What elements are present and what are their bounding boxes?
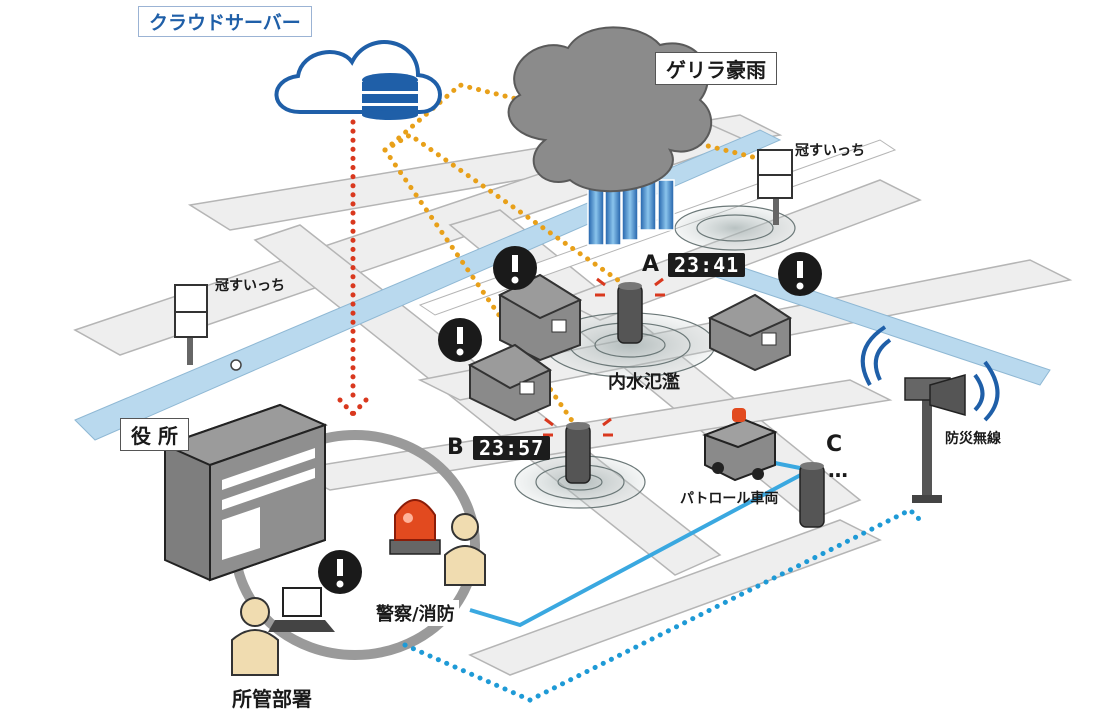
point-b-timer: 23:57 — [473, 436, 551, 460]
guerrilla-rain-label: ゲリラ豪雨 — [655, 52, 777, 85]
alert-icon — [318, 550, 362, 594]
water-post-b — [543, 417, 613, 484]
person-staff-icon — [231, 597, 279, 676]
alert-icon — [438, 318, 482, 362]
department-label: 所管部署 — [232, 687, 312, 711]
point-c-letter: C — [826, 432, 843, 457]
blue-solid-line — [469, 458, 816, 628]
sensor-left-icon — [174, 284, 242, 371]
point-a-timer: 23:41 — [668, 253, 746, 277]
house-2 — [467, 343, 552, 422]
city-office-label: 役 所 — [120, 418, 189, 451]
alert-icons — [318, 246, 822, 594]
city-office-building — [162, 403, 328, 582]
patrol-car-label: パトロール車両 — [680, 491, 779, 507]
patrol-car-icon — [702, 408, 778, 482]
red-dotted-line — [337, 119, 369, 417]
warning-beacon-icon — [389, 499, 441, 555]
point-a-letter: A — [642, 252, 660, 277]
water-post-a — [595, 277, 665, 344]
alert-icon — [493, 246, 537, 290]
sensor-right-icon — [757, 149, 793, 225]
sensor-left-label: 冠すいっち — [215, 278, 285, 294]
sensor-right-label: 冠すいっち — [795, 143, 865, 159]
flooding-label: 内水氾濫 — [608, 372, 680, 393]
point-c-ellipsis: … — [828, 458, 848, 482]
person-police-icon — [444, 513, 486, 586]
water-post-c — [799, 462, 825, 528]
police-fire-label: 警察/消防 — [372, 600, 459, 626]
house-3 — [707, 293, 793, 372]
cloud-server-label: クラウドサーバー — [138, 6, 312, 37]
point-b-letter: B — [447, 435, 464, 460]
laptop-icon — [268, 587, 335, 632]
disaster-radio-label: 防災無線 — [945, 431, 1001, 447]
alert-icon — [778, 252, 822, 296]
cloud-server-icon — [274, 40, 442, 120]
disaster-radio-icon — [860, 325, 1000, 503]
